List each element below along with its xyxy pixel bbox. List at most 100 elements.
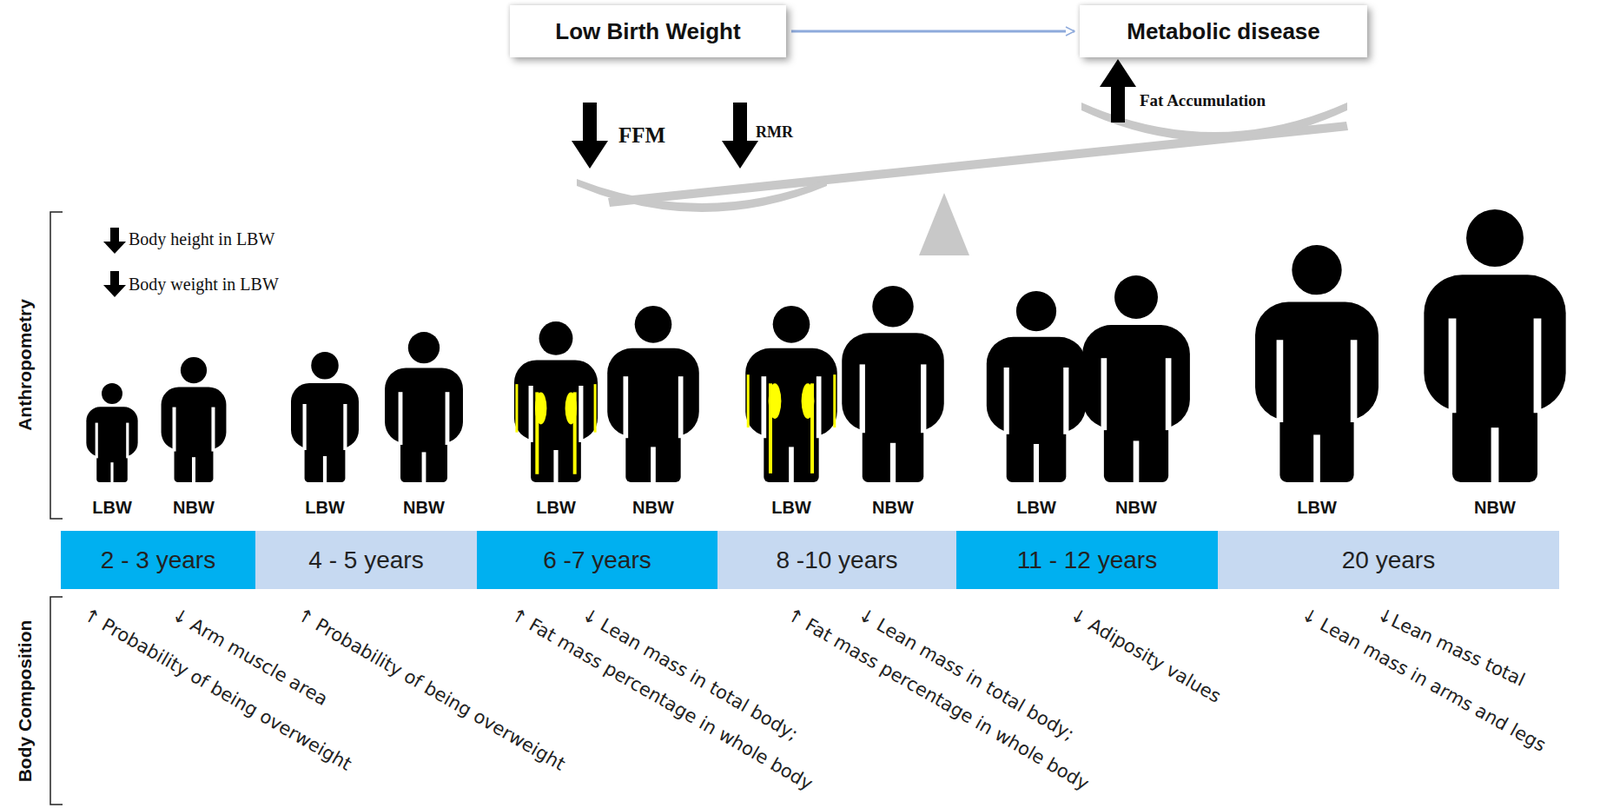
node-text: Low Birth Weight	[555, 18, 741, 46]
down-arrow	[103, 227, 126, 254]
figure-legs	[862, 391, 925, 483]
figure-head	[539, 321, 574, 356]
connector-arrow	[791, 30, 1075, 34]
node-text: 11 - 12 years	[1017, 546, 1158, 575]
figure-legs	[304, 422, 346, 483]
node-text: Metabolic disease	[1126, 18, 1321, 46]
outcome-box: Metabolic disease	[1079, 5, 1368, 58]
group-label: LBW	[304, 497, 345, 518]
group-label: LBW	[92, 497, 133, 518]
fat-highlight	[515, 383, 518, 433]
person-figure	[161, 357, 227, 483]
figure-head	[1466, 209, 1524, 267]
figure-legs	[96, 436, 128, 483]
arm-gap	[1101, 357, 1108, 430]
scale-fulcrum	[919, 192, 970, 256]
big-arrows	[103, 59, 1137, 298]
arm-gap	[1004, 367, 1010, 435]
note-text: Body height in LBW	[128, 229, 275, 250]
arm-gap	[920, 363, 926, 433]
down-arrow	[103, 271, 126, 298]
figure-head	[101, 383, 123, 404]
arm-gap	[95, 423, 99, 459]
finding-text: ↓ Adiposity values	[1066, 603, 1225, 708]
person-figure	[85, 383, 138, 483]
person-figure	[986, 290, 1086, 483]
finding-text: ↓Lean mass total	[1374, 603, 1528, 691]
fat-highlight	[594, 383, 597, 433]
group-label: NBW	[403, 497, 445, 518]
arm-gap	[398, 391, 404, 445]
group-label: LBW	[1296, 497, 1337, 518]
up-arrow	[1099, 59, 1137, 123]
ffm-label: FFM	[618, 123, 666, 148]
arm-gap	[303, 403, 307, 450]
node-text: 6 -7 years	[542, 546, 652, 575]
node-text: 20 years	[1342, 546, 1435, 575]
rmr-label: RMR	[755, 123, 794, 142]
figure-head	[872, 285, 913, 327]
fat-highlight	[565, 391, 577, 424]
axis-title: Anthropometry	[14, 298, 36, 431]
person-figure	[514, 321, 598, 483]
leg-gap	[553, 449, 558, 483]
person-figure	[607, 305, 700, 483]
age-band: 6 -7 years	[476, 530, 718, 589]
fat-highlight	[801, 383, 815, 419]
leg-gap	[110, 462, 113, 483]
leg-gap	[890, 442, 896, 483]
figure-legs	[1452, 357, 1538, 483]
arm-gap	[211, 407, 215, 452]
figure-head	[180, 357, 207, 384]
figure-legs	[625, 401, 681, 483]
arm-gap	[1448, 318, 1457, 414]
bracket	[50, 211, 63, 519]
arm-gap	[859, 363, 866, 433]
arm-gap	[578, 385, 583, 443]
leg-gap	[1491, 427, 1500, 483]
leg-gap	[1133, 440, 1140, 483]
arm-gap	[1350, 339, 1358, 423]
arm-gap	[1533, 318, 1542, 414]
arm-gap	[172, 407, 177, 452]
arm-gap	[528, 385, 534, 443]
figure-head	[1114, 275, 1158, 319]
leg-gap	[1033, 443, 1039, 483]
figure-legs	[400, 412, 448, 483]
figure-head	[408, 331, 440, 364]
leg-gap	[1313, 434, 1321, 483]
person-figure	[290, 351, 359, 483]
brackets	[50, 211, 63, 805]
person-figure	[1082, 275, 1191, 483]
leg-gap	[323, 456, 327, 483]
node-text: 4 - 5 years	[308, 546, 424, 575]
person-figure	[384, 331, 463, 483]
fat-label: Fat Accumulation	[1139, 91, 1266, 111]
node-text: 2 - 3 years	[100, 546, 216, 575]
arm-gap	[622, 376, 629, 438]
arm-gap	[1063, 367, 1069, 435]
age-band: 11 - 12 years	[956, 530, 1218, 589]
figure-legs	[174, 424, 214, 483]
leg-gap	[788, 446, 794, 483]
arm-gap	[760, 376, 767, 438]
down-arrow	[571, 102, 609, 169]
node-text: 8 -10 years	[775, 546, 898, 575]
fat-highlight	[747, 374, 750, 428]
cause-box: Low Birth Weight	[509, 5, 787, 58]
group-label: LBW	[771, 497, 812, 518]
arm-gap	[1276, 339, 1284, 423]
figure-head	[634, 305, 673, 344]
arm-gap	[1165, 357, 1172, 430]
finding-text: ↑ Fat mass percentage in whole body	[783, 603, 1093, 794]
fat-highlight	[833, 374, 836, 428]
group-label: NBW	[1474, 497, 1516, 518]
leg-gap	[422, 451, 427, 483]
group-label: NBW	[632, 497, 675, 518]
age-band: 2 - 3 years	[60, 530, 256, 589]
person-figure	[1255, 244, 1379, 483]
leg-gap	[650, 446, 656, 483]
